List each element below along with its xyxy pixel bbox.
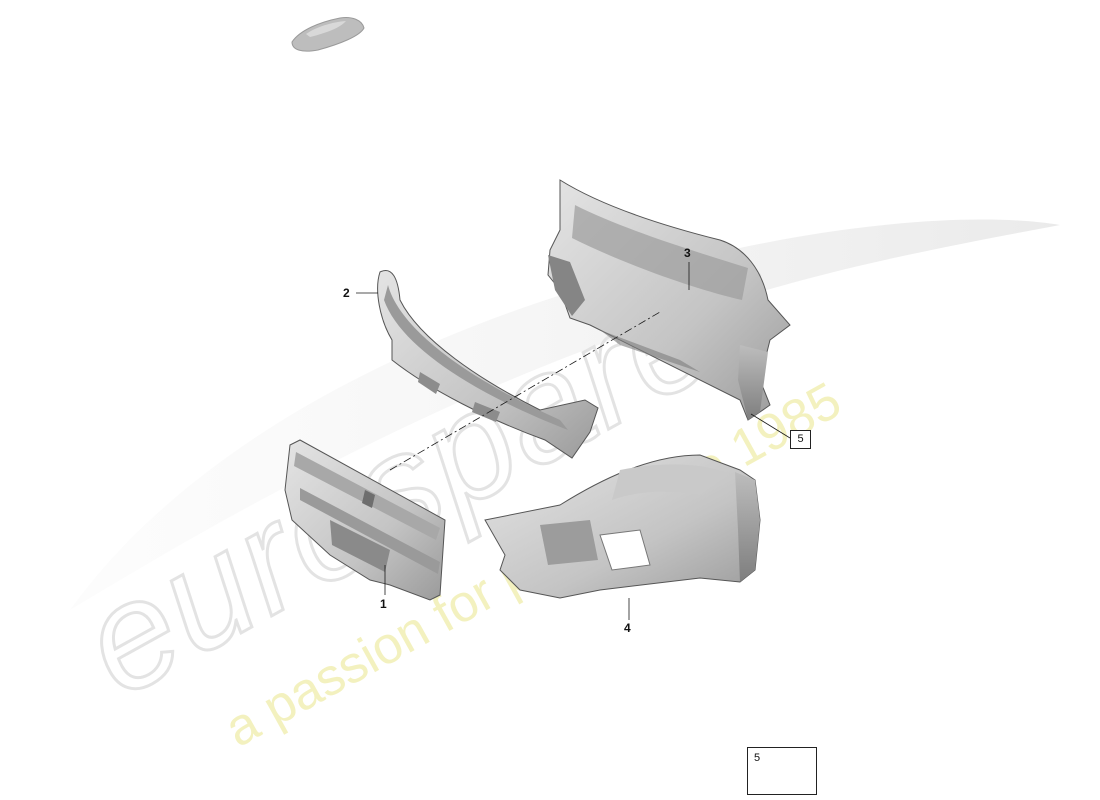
car-orientation-icon xyxy=(291,17,365,52)
part-3-bulkhead-panel xyxy=(547,179,791,421)
part-1-air-guide xyxy=(284,439,446,601)
callout-part-5-box[interactable]: 5 xyxy=(790,430,811,449)
callout-part-2[interactable]: 2 xyxy=(343,286,350,300)
part-4-lower-duct xyxy=(484,454,761,599)
callout-part-4[interactable]: 4 xyxy=(624,621,631,635)
callout-part-1[interactable]: 1 xyxy=(380,597,387,611)
callout-part-3[interactable]: 3 xyxy=(684,246,691,260)
leader-lines xyxy=(356,262,791,620)
legend-part-5-number: 5 xyxy=(754,752,761,764)
legend-part-5[interactable]: 5 xyxy=(747,747,817,795)
part-2-cowl-trim xyxy=(377,270,599,459)
assembly-lines xyxy=(389,311,661,471)
